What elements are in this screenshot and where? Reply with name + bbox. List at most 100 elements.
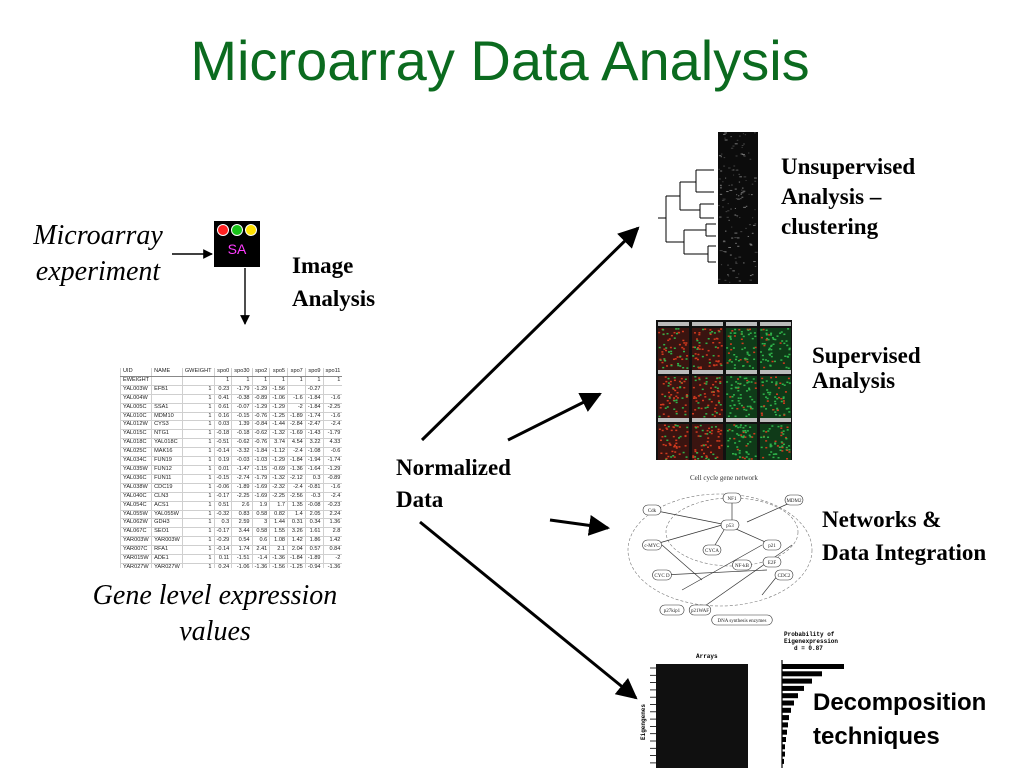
table-cell: 0.54	[231, 536, 253, 547]
table-cell: 1	[181, 483, 215, 493]
network-node	[732, 559, 752, 571]
table-cell: -1.94	[304, 456, 324, 466]
table-cell: -1.47	[231, 465, 253, 475]
table-cell: -1.36	[322, 563, 343, 568]
eigen-heatmap	[656, 664, 748, 768]
table-cell: -0.07	[231, 403, 253, 413]
table-cell: -2.74	[231, 474, 253, 484]
table-cell: SSA1	[151, 403, 183, 413]
table-cell: -2.56	[287, 492, 306, 502]
table-cell: -2.32	[269, 483, 288, 493]
table-cell: -1.6	[287, 394, 306, 404]
table-cell: YAR015W	[120, 554, 152, 564]
table-cell: -2.25	[322, 403, 343, 413]
probability-bar	[782, 664, 844, 669]
unsupervised-line2: Analysis –	[781, 184, 882, 209]
scanner-sa-icon: SA	[214, 221, 260, 267]
decomposition-line2: techniques	[813, 723, 940, 750]
table-cell: 2.41	[251, 545, 270, 556]
table-cell: 4.33	[322, 438, 343, 449]
table-cell: -1.79	[231, 385, 253, 395]
network-node-label: p53	[726, 524, 734, 529]
table-cell: -0.81	[304, 483, 324, 493]
table-cell: -0.17	[213, 492, 232, 502]
table-cell: EWEIGHT	[120, 376, 152, 386]
table-cell: 1	[181, 438, 215, 449]
network-node-label: MDM2	[786, 499, 802, 504]
table-cell: -0.76	[251, 412, 270, 422]
gene-level-line2: values	[179, 616, 251, 647]
table-cell: YAL010C	[120, 412, 152, 422]
table-cell: YAL062W	[120, 518, 152, 529]
table-cell: 0.58	[251, 510, 270, 520]
table-cell: -1.74	[304, 412, 324, 422]
table-cell: CDC19	[151, 483, 183, 493]
table-cell: -1.36	[251, 563, 270, 568]
table-cell: 1	[181, 385, 215, 395]
supervised-line1: Supervised	[812, 343, 921, 368]
decomposition-line1: Decomposition	[813, 689, 987, 716]
table-cell: 0.58	[251, 527, 270, 538]
table-cell: EFB1	[151, 385, 183, 395]
table-cell: 0.3	[213, 518, 232, 529]
microarray-label-line2: experiment	[35, 256, 161, 287]
table-cell: YAL015C	[120, 429, 152, 440]
yellow-led-icon	[245, 224, 257, 236]
table-cell: 1	[269, 376, 288, 386]
table-header-cell: NAME	[151, 368, 183, 377]
network-node-label: CYCA	[705, 549, 719, 554]
table-cell: -0.94	[304, 563, 324, 568]
probability-bar	[782, 685, 804, 691]
table-cell: 1.42	[287, 536, 306, 547]
table-cell: 1	[181, 501, 215, 511]
table-cell: 1.86	[304, 536, 324, 547]
table-cell: YAL018C	[120, 438, 152, 449]
eigengenes-axis-label: Eigengenes	[640, 704, 647, 740]
probability-bar	[782, 678, 812, 684]
networks-line1: Networks &	[822, 507, 942, 532]
table-cell: 2.6	[231, 501, 253, 511]
gene-level-line1: Gene level expression	[92, 580, 338, 611]
image-analysis-line1: Image	[292, 253, 354, 278]
table-header-cell: GWEIGHT	[181, 368, 215, 377]
table-cell: MAK16	[151, 447, 183, 458]
table-cell: 1	[181, 545, 215, 556]
table-cell: -2.12	[287, 474, 306, 484]
table-cell: 3.74	[269, 438, 288, 449]
network-node	[642, 504, 662, 516]
table-cell: YAR007C	[120, 545, 152, 556]
supervised-line2: Analysis	[812, 368, 896, 393]
network-node	[711, 614, 773, 626]
table-cell: 0.83	[231, 510, 253, 520]
table-cell	[322, 385, 343, 395]
table-cell: 3.26	[287, 527, 306, 538]
table-cell: 1	[181, 554, 215, 564]
table-cell: 3.22	[304, 438, 324, 449]
table-cell: 0.6	[251, 536, 270, 547]
network-node-label: p21	[768, 544, 776, 549]
arrow-to-supervised	[507, 392, 602, 442]
table-cell: 0.51	[213, 501, 232, 511]
table-cell: -2.47	[304, 420, 324, 431]
table-cell: 0.57	[304, 545, 324, 556]
table-cell: 1	[181, 518, 215, 529]
table-cell: -1.36	[287, 465, 306, 475]
table-cell: -0.14	[213, 447, 232, 458]
table-cell: 1	[181, 465, 215, 475]
table-cell	[151, 376, 183, 386]
table-cell: -0.27	[304, 385, 324, 395]
table-cell: -2	[287, 403, 306, 413]
networks-label: Networks & Data Integration	[822, 503, 986, 569]
